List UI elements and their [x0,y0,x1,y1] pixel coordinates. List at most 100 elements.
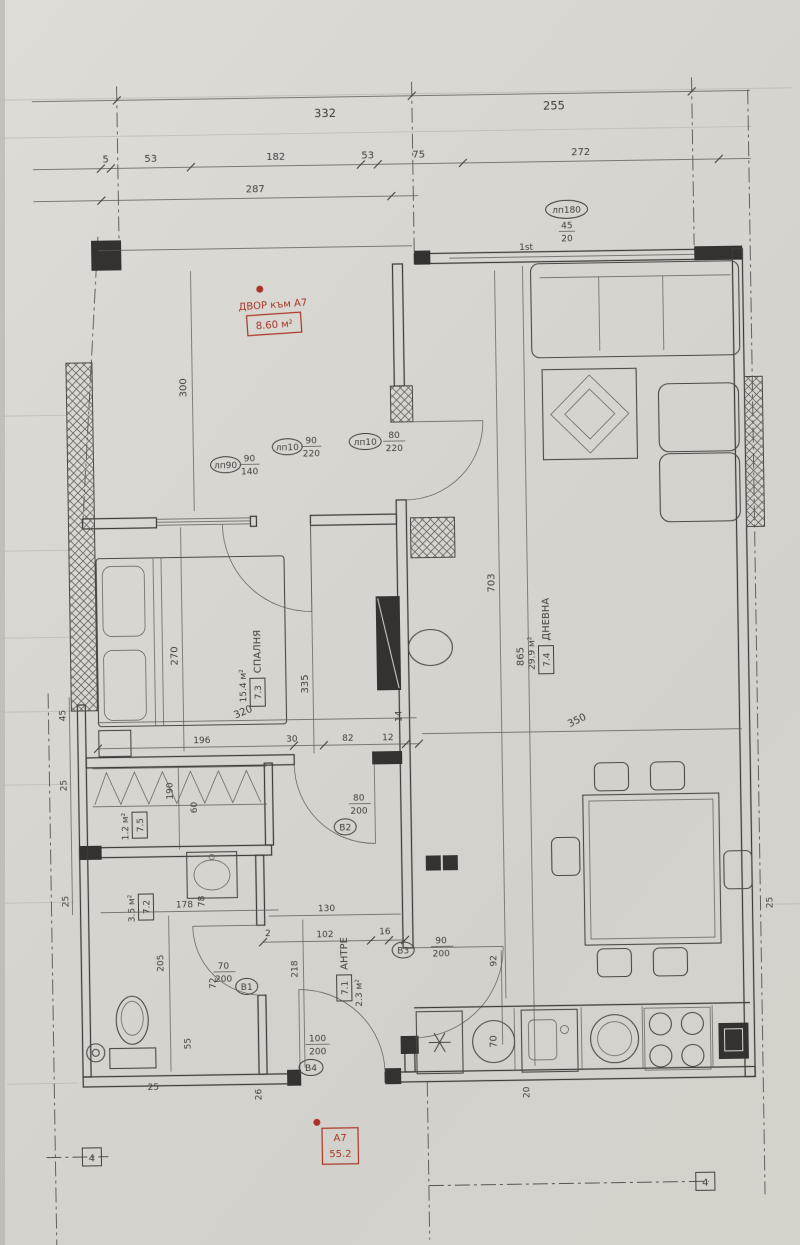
dim-53a: 53 [144,154,157,165]
door-b4-h: 200 [309,1047,327,1057]
door-b2: 80 200 В2 [293,763,376,844]
room-bedroom-area: 15.4 м² [239,669,250,703]
dim-5: 5 [102,155,109,166]
door-b4: 100 200 В4 [298,989,386,1076]
sheet-number-left: 4 [89,1153,96,1164]
yard-marker-dot [256,285,264,293]
dim-72: 72 [209,977,219,989]
door-bedroom-90-220: лп90 90 140 лп10 90 220 [210,436,322,612]
room-label-closet: 7.5 1.2 м² [121,811,148,840]
section-marker-right: 4 [695,1171,716,1191]
door-b2-h: 200 [350,807,368,817]
dim-703: 703 [486,573,497,592]
door-80-220-h: 220 [386,444,404,454]
room-label-bedroom: 7.3 СПАЛНЯ 15.4 м² [239,630,266,707]
room-hall-name: АНТРЕ [339,937,351,970]
kitchen-sink-unit [520,1008,579,1073]
window-90-140-h: 140 [241,467,259,477]
room-bath-area: 3.5 м² [127,894,137,922]
door-b4-w: 100 [309,1034,327,1044]
door-90-220-w: 90 [305,436,317,446]
room-label-bath: 7.2 3.5 м² [127,893,155,922]
lintel-lp180: лп180 45 20 [545,199,589,244]
dining-set [550,761,753,978]
door-b1-h: 200 [215,975,233,985]
stove [643,1006,712,1071]
dim-2: 2 [265,929,271,939]
round-sink [590,1014,640,1064]
dim-53b: 53 [361,150,374,161]
lintel-lp180-label: лп180 [552,206,581,216]
door-corridor-80-220: лп10 80 220 [348,420,484,501]
dim-16: 16 [379,927,391,937]
dim-bottom-25: 25 [148,1083,160,1093]
room-living-name: ДНЕВНА [541,598,553,641]
floor-drain [86,1043,106,1063]
door-90-220-h: 220 [303,449,321,459]
door-b4-tag: В4 [305,1064,317,1074]
dim-130: 130 [318,904,336,914]
dim-196: 196 [193,736,211,746]
dim-272: 272 [571,147,590,158]
dim-75: 75 [412,150,425,161]
sheet-number-right: 4 [702,1178,709,1189]
washbasin [186,851,238,899]
dim-bottom-26: 26 [254,1088,264,1100]
door-b1: 70 200 В1 [192,924,264,996]
lintel-lp180-w: 45 [561,221,573,231]
appliance-dark [718,1022,749,1060]
room-closet-area: 1.2 м² [121,812,131,840]
apartment-area: 55.2 [329,1149,351,1160]
yard-area-value: 8.60 м² [255,319,293,332]
dim-yard-300: 300 [178,378,189,397]
apartment-marker-dot [313,1118,321,1126]
dim-78: 78 [197,895,207,907]
scan-faint-lines [0,87,800,1085]
coffee-table [541,367,639,461]
dim-14: 14 [394,710,404,722]
dim-335: 335 [300,674,311,693]
door-b3-h: 200 [433,949,451,959]
apartment-id: А7 [333,1133,346,1144]
apartment-tag: А7 55.2 [313,1118,360,1165]
room-label-living: 7.4 ДНЕВНА 29.9 м² [527,598,555,675]
closet-rail [92,765,267,808]
dim-55: 55 [184,1038,194,1050]
dim-60: 60 [190,801,200,813]
walls [65,240,766,1088]
lintel-lp90-label: лп90 [214,461,238,471]
dim-178: 178 [176,900,194,910]
door-b1-w: 70 [218,962,230,972]
dim-30: 30 [286,735,298,745]
dim-287: 287 [246,184,265,195]
freezer [415,1010,464,1075]
door-80-220-w: 80 [388,431,400,441]
dim-255: 255 [543,98,565,112]
door-b2-tag: В2 [339,823,351,833]
dim-218: 218 [290,960,300,978]
interior-dimensions: 703 865 350 92 270 335 320 14 196 30 82 … [58,266,776,1100]
boiler-volume: 70 [489,1035,500,1048]
dim-182: 182 [266,152,285,163]
dim-left-25a: 25 [59,780,69,792]
yard-area: ДВОР към А7 8.60 м² 300 [178,271,308,512]
door-b3: В3 90 200 [391,936,504,1039]
dim-102: 102 [316,930,333,940]
room-closet-num: 7.5 [136,818,146,832]
dim-270: 270 [169,646,180,665]
dim-205: 205 [156,955,166,972]
sofa [529,260,741,523]
door-b3-tag: В3 [397,946,409,956]
room-hall-num: 7.1 [341,981,351,995]
door-b2-w: 80 [353,794,365,804]
nightstand [98,729,132,758]
dim-left-45: 45 [58,710,68,722]
top-dimension-lines: 332 255 5 53 182 53 75 272 287 [31,86,751,206]
dim-320: 320 [232,704,254,722]
dim-350: 350 [566,712,588,730]
lintel-lp10-bedroom-label: лп10 [276,443,300,453]
dim-right-25: 25 [765,897,775,909]
room-hall-area: 2.3 м² [355,979,365,1007]
room-living-area: 29.9 м² [527,636,538,670]
